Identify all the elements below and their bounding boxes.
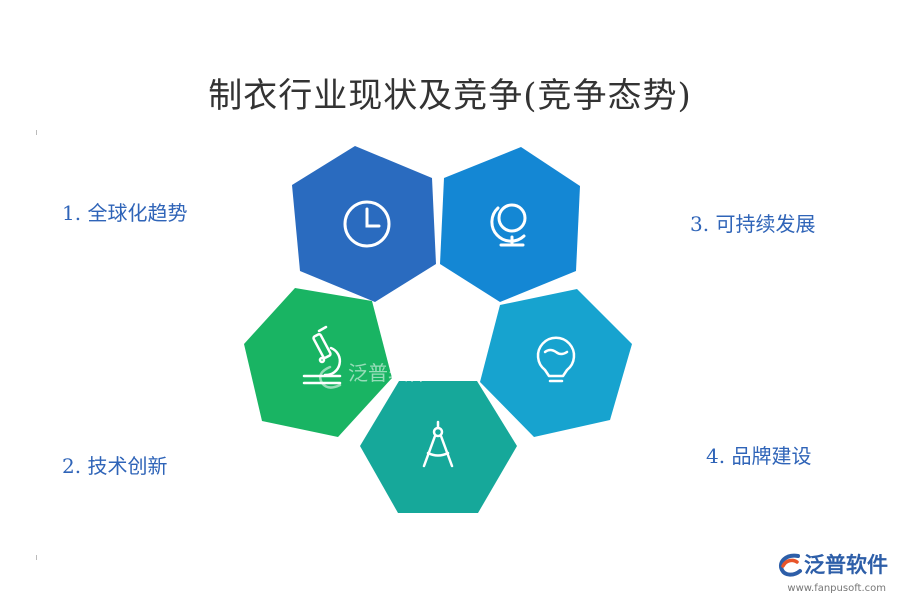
clock-icon (343, 200, 391, 248)
watermark-text: 泛普软件 (348, 361, 428, 385)
logo-name: 泛普软件 (804, 553, 888, 577)
margin-tick (36, 130, 37, 135)
hexagon-branding (480, 289, 632, 437)
lightbulb-icon (536, 336, 576, 383)
watermark-logo-icon (319, 365, 342, 389)
fanpu-logo-icon (779, 553, 802, 577)
item-label-branding: 4. 品牌建设 (706, 444, 812, 468)
hexagon-sustainability (440, 147, 580, 302)
hexagon-globalization (292, 146, 436, 302)
margin-tick (36, 555, 37, 560)
globe-icon (490, 203, 527, 247)
brand-logo: 泛普软件 (776, 552, 888, 578)
compass-icon (422, 420, 454, 468)
page-title: 制衣行业现状及竞争(竞争态势) (208, 76, 692, 116)
logo-url: www.fanpusoft.com (787, 583, 886, 594)
item-label-tech-innovation: 2. 技术创新 (62, 454, 168, 478)
item-label-sustainability: 3. 可持续发展 (690, 212, 816, 236)
watermark: 泛普软件 (319, 361, 428, 389)
item-label-globalization: 1. 全球化趋势 (62, 201, 188, 225)
hexagon-compass (360, 381, 517, 513)
